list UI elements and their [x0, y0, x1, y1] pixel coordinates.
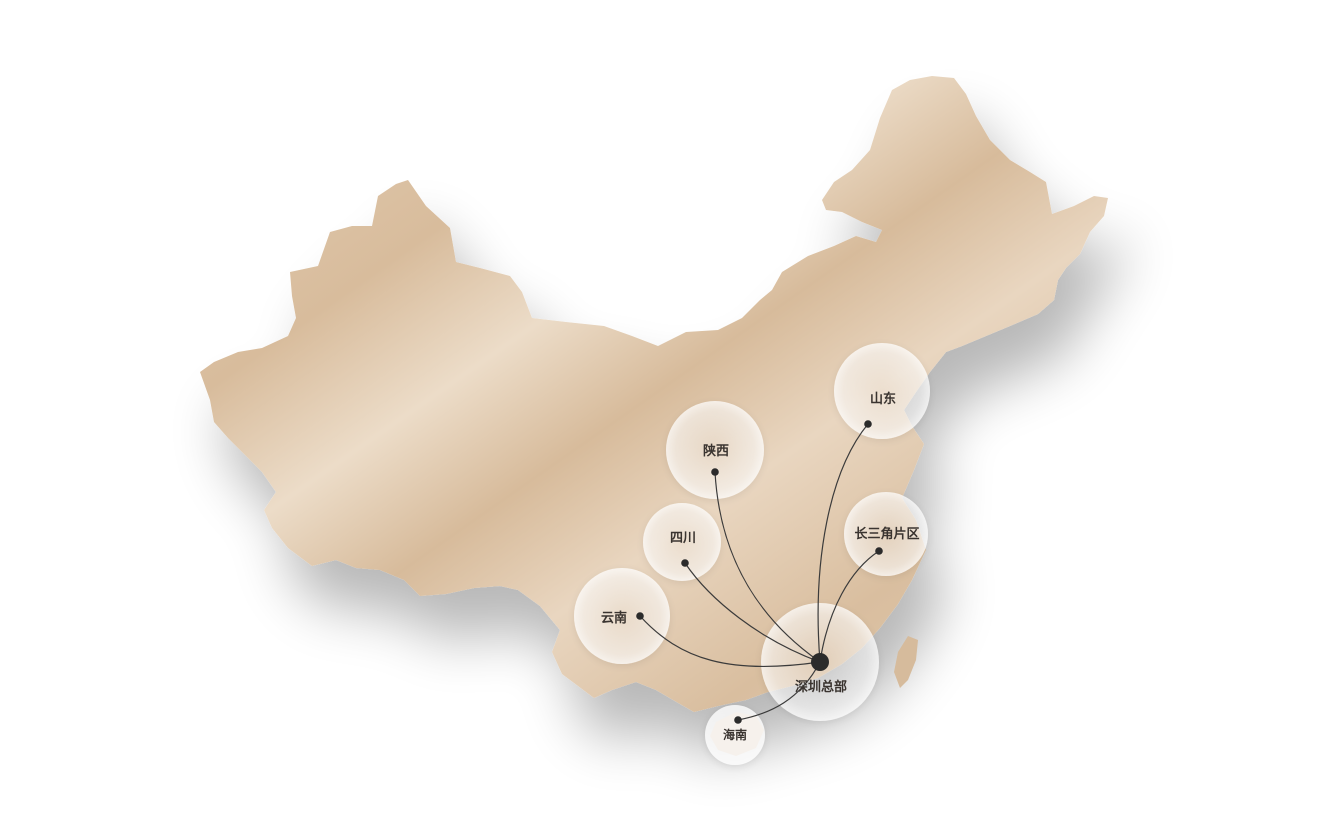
route-shandong	[817, 423, 869, 663]
label-yunnan: 云南	[601, 610, 627, 626]
label-shaanxi: 陕西	[703, 443, 729, 459]
route-shaanxi	[714, 471, 821, 663]
node-headquarters[interactable]	[811, 653, 829, 671]
bubble-yangtze	[844, 492, 928, 576]
label-yangtze: 长三角片区	[854, 526, 919, 542]
label-shandong: 山东	[870, 391, 896, 407]
bubble-hainan	[705, 705, 765, 765]
label-hainan: 海南	[723, 727, 747, 742]
bubble-sichuan	[643, 503, 721, 581]
route-lines	[639, 423, 880, 721]
node-yunnan[interactable]	[636, 612, 644, 620]
route-yangtze	[819, 550, 880, 663]
node-hainan[interactable]	[734, 716, 742, 724]
route-yunnan	[639, 615, 821, 668]
label-sichuan: 四川	[670, 531, 696, 546]
bubble-shaanxi	[666, 401, 764, 499]
bubble-yunnan	[574, 568, 670, 664]
node-yangtze[interactable]	[875, 547, 883, 555]
node-sichuan[interactable]	[681, 559, 689, 567]
route-hainan	[737, 661, 821, 721]
node-shaanxi[interactable]	[711, 468, 719, 476]
taiwan-island-shape	[894, 636, 918, 688]
node-shandong[interactable]	[864, 420, 872, 428]
bubble-shandong	[834, 343, 930, 439]
route-sichuan	[684, 562, 821, 663]
label-headquarters: 深圳总部	[795, 679, 847, 695]
